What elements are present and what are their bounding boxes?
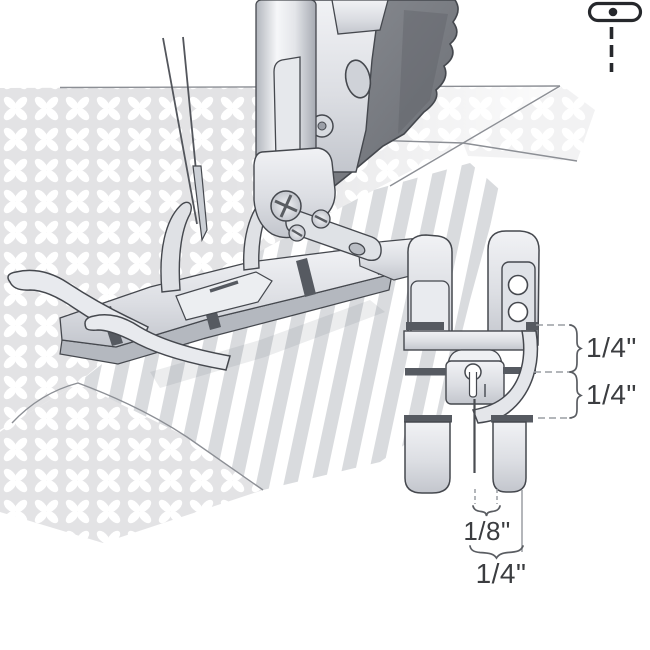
thread-line [162, 37, 198, 225]
diagram-band-mid-left [405, 368, 446, 376]
diagram-right-toe [492, 421, 527, 493]
foot-marking-band [296, 258, 316, 297]
housing-screw-ring-center [317, 121, 327, 131]
screw-with-dashed-line-icon [587, 1, 643, 72]
dimension-label: 1/4" [476, 558, 527, 589]
dimension-label: 1/4" [586, 379, 637, 410]
diagram-band-upper-left [406, 322, 444, 330]
foot-inner-toe [84, 314, 231, 371]
diagram-band-mid-right [503, 367, 536, 374]
bar-collar [331, 0, 389, 35]
diagram-shank-hole-top [507, 274, 529, 296]
dim-foot-edge: 1/4" [469, 490, 527, 589]
dimension-brace [569, 371, 583, 419]
dimension-label: 1/4" [586, 332, 637, 363]
diagram-cross-bar [403, 330, 537, 351]
sewing-machine-group [255, 0, 459, 204]
fabric-fold-edge-line1 [389, 85, 561, 187]
diagram-needle-line [473, 399, 476, 473]
housing-oval-opening [344, 59, 372, 99]
dimension-brace [472, 505, 501, 517]
diagram-band-upper-right [526, 322, 538, 330]
seam-guide-oval-hole [348, 242, 366, 256]
foot-guide-prong-left [160, 201, 192, 293]
foot-front-view-diagram [403, 230, 540, 494]
dim-slot-width: 1/8" [463, 489, 510, 546]
diagram-shank-hole-bottom [507, 301, 529, 323]
bridge-needle-slot [209, 280, 239, 293]
fabric-hanging-fold [0, 383, 263, 543]
needle-shaft [192, 165, 208, 243]
dim-side-bottom: 1/4" [538, 371, 637, 419]
diagram-left-toe [404, 421, 451, 494]
presser-foot-perspective [7, 36, 433, 388]
dimension-label: 1/8" [463, 516, 510, 546]
machine-head-shadow-facet [398, 10, 448, 134]
screw-slot [291, 228, 303, 238]
foot-holder-ankle [253, 147, 382, 262]
dimension-annotations: 1/4" 1/4" 1/8" 1/4" [463, 324, 637, 589]
needle [162, 36, 208, 243]
dimension-brace [569, 324, 583, 373]
fabric-drape-curve [11, 382, 264, 491]
dimension-brace [469, 545, 524, 560]
screw-slot [314, 214, 328, 224]
fabric-pattern-faint-wedge [463, 86, 595, 161]
foot-needle-bridge [175, 271, 273, 321]
diagram-band-lower-left [404, 415, 452, 423]
screw-center-dot [608, 7, 618, 17]
fabric-pattern-fade [0, 86, 560, 430]
fabric-fold-edge-line2 [367, 139, 578, 162]
dim-side-top: 1/4" [534, 324, 637, 373]
ankle-screw-phillips-slot [274, 194, 298, 218]
diagram-band-lower-right [491, 415, 533, 423]
diagram-keyhole-slot [468, 372, 478, 398]
